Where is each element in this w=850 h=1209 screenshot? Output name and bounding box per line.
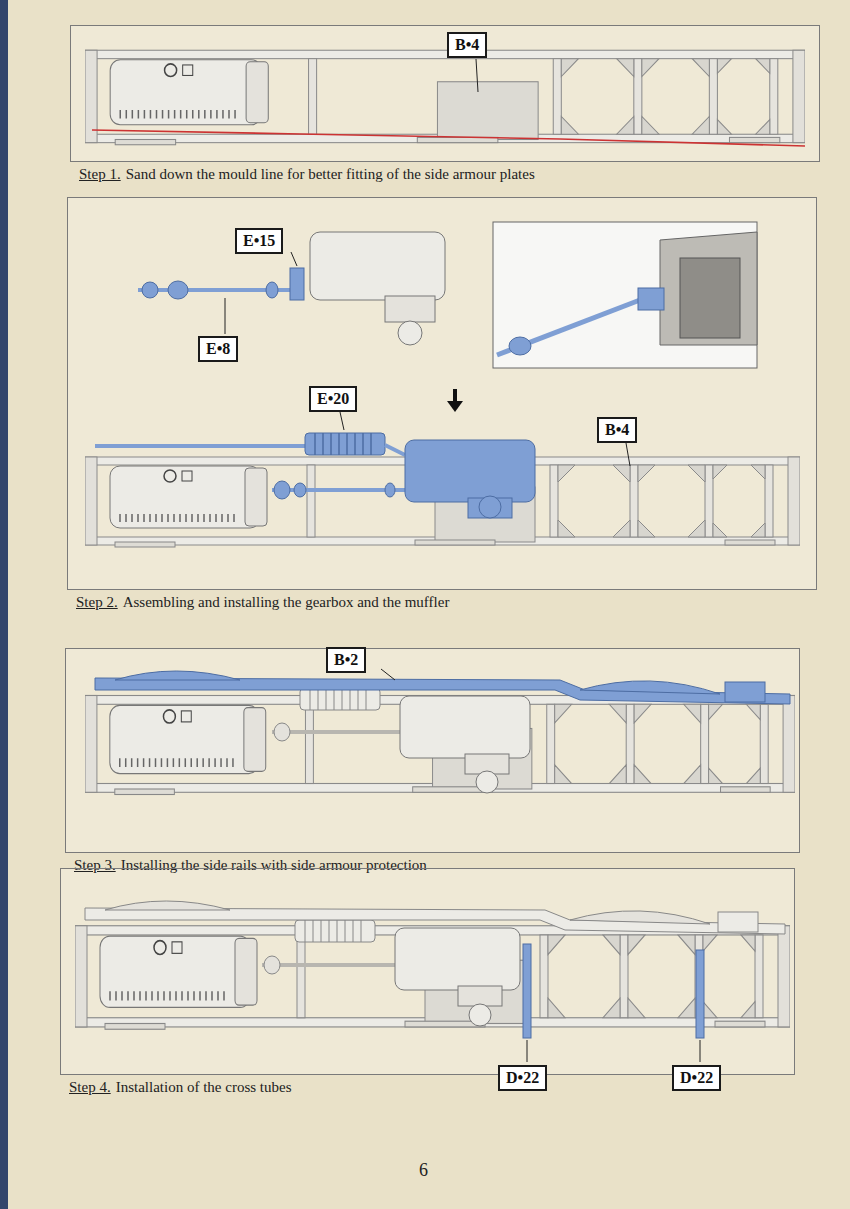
step-number: Step 3. [74,857,116,873]
step-panel: Step 2.Assembling and installing the gea… [67,197,817,590]
step-caption: Step 3. Installing the side rails with si… [74,857,427,874]
step-caption: Step 4. Installation of the cross tubes [69,1079,291,1096]
callout-number: E•15 [235,228,283,254]
callout-number: E•8 [198,336,238,362]
step-instruction: Installation of the cross tubes [116,1079,292,1095]
step-instruction: Assembling and installing the gearbox an… [123,594,450,610]
step-instruction: Sand down the mould line for better fitt… [126,166,535,182]
step-caption: Step 1. Sand down the mould line for bett… [79,166,535,183]
step-number: Step 2. [76,594,118,610]
callout-number: D•22 [498,1065,547,1091]
step-panel: Step 4.Installation of the cross tubes [60,868,795,1075]
step-panel: Step 1.Sand down the mould line for bett… [70,25,820,162]
callout-number: B•4 [597,417,637,443]
step-caption: Step 2. Assembling and installing the gea… [76,594,449,611]
step-instruction: Installing the side rails with side armo… [121,857,427,873]
callout-number: B•2 [326,647,366,673]
callout-number: E•20 [309,386,357,412]
step-panel: Step 3.Installing the side rails with si… [65,648,800,853]
page-number: 6 [419,1160,428,1181]
step-number: Step 1. [79,166,121,182]
step-number: Step 4. [69,1079,111,1095]
callout-number: D•22 [672,1065,721,1091]
callout-number: B•4 [447,32,487,58]
